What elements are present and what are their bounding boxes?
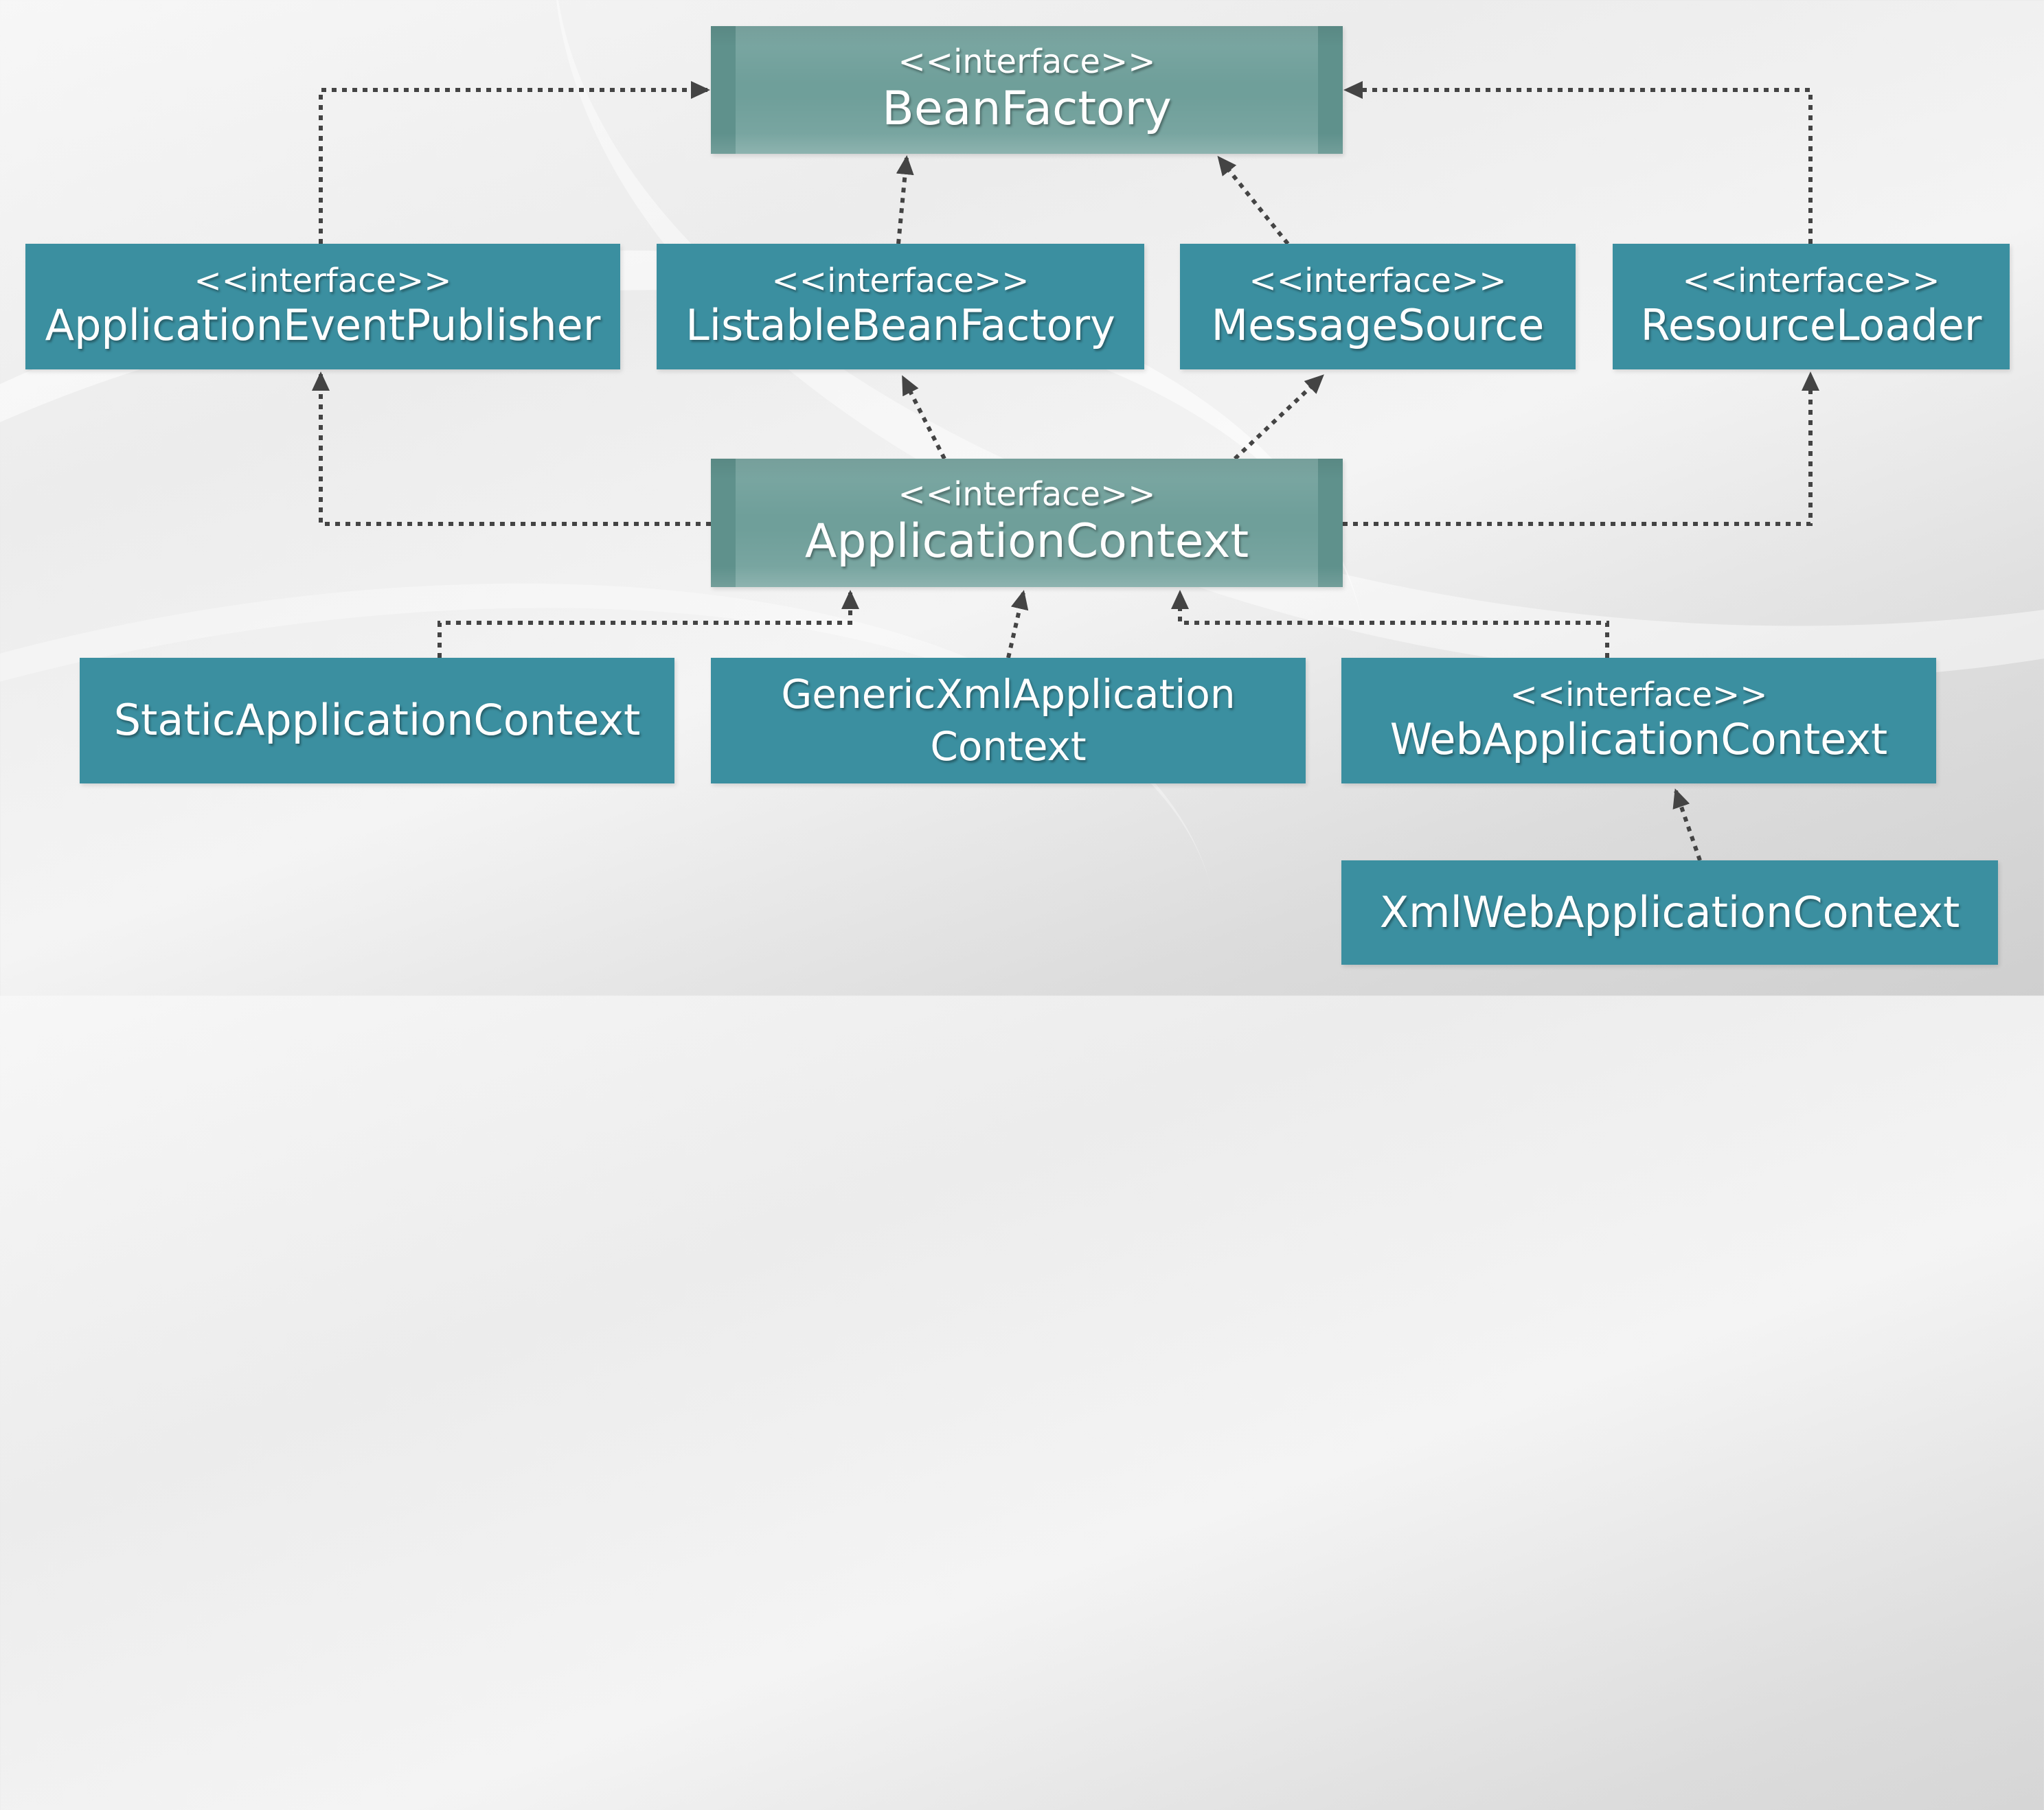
arrow-messagesource-to-beanfactory <box>1217 155 1290 245</box>
arrow-web-to-context <box>1171 590 1609 658</box>
connector-layer <box>312 81 1819 861</box>
node-label: ApplicationEventPublisher <box>45 299 601 350</box>
node-listable-bean-factory: <<interface>> ListableBeanFactory <box>657 244 1144 369</box>
node-label: BeanFactory <box>882 81 1172 136</box>
node-label: ResourceLoader <box>1640 299 1982 350</box>
arrow-listable-to-beanfactory <box>896 155 914 244</box>
node-message-source: <<interface>> MessageSource <box>1180 244 1576 369</box>
node-label-line-1: GenericXmlApplication <box>781 671 1236 718</box>
stereotype-label: <<interface>> <box>1249 261 1507 300</box>
stereotype-label: <<interface>> <box>1510 675 1768 714</box>
node-label: WebApplicationContext <box>1389 713 1888 764</box>
arrow-generic-to-context <box>1006 590 1029 658</box>
node-resource-loader: <<interface>> ResourceLoader <box>1613 244 2010 369</box>
arrow-xmlweb-to-web <box>1672 788 1702 861</box>
stereotype-label: <<interface>> <box>1682 261 1940 300</box>
stereotype-label: <<interface>> <box>194 261 452 300</box>
node-xml-web-application-context: XmlWebApplicationContext <box>1341 860 1998 965</box>
stereotype-label: <<interface>> <box>898 475 1156 514</box>
arrow-publisher-to-beanfactory <box>319 81 710 244</box>
stereotype-label: <<interface>> <box>771 261 1030 300</box>
node-generic-xml-application-context: GenericXmlApplication Context <box>711 658 1306 783</box>
node-web-application-context: <<interface>> WebApplicationContext <box>1341 658 1936 783</box>
node-application-event-publisher: <<interface>> ApplicationEventPublisher <box>25 244 620 369</box>
node-label: ApplicationContext <box>804 514 1249 569</box>
node-label: StaticApplicationContext <box>113 695 641 746</box>
node-label-line-2: Context <box>930 722 1087 770</box>
arrow-context-to-listable <box>901 375 946 460</box>
node-static-application-context: StaticApplicationContext <box>80 658 674 783</box>
node-label: ListableBeanFactory <box>685 299 1115 350</box>
arrow-static-to-context <box>438 590 859 658</box>
arrow-context-to-messagesource <box>1233 374 1324 461</box>
node-application-context: <<interface>> ApplicationContext <box>711 459 1343 587</box>
node-label: MessageSource <box>1211 299 1545 350</box>
node-label: XmlWebApplicationContext <box>1379 886 1960 937</box>
node-bean-factory: <<interface>> BeanFactory <box>711 26 1343 154</box>
arrow-context-to-publisher <box>312 371 711 526</box>
arrow-resourceloader-to-beanfactory <box>1343 81 1813 244</box>
stereotype-label: <<interface>> <box>898 42 1156 81</box>
arrow-context-to-resourceloader <box>1343 371 1819 526</box>
